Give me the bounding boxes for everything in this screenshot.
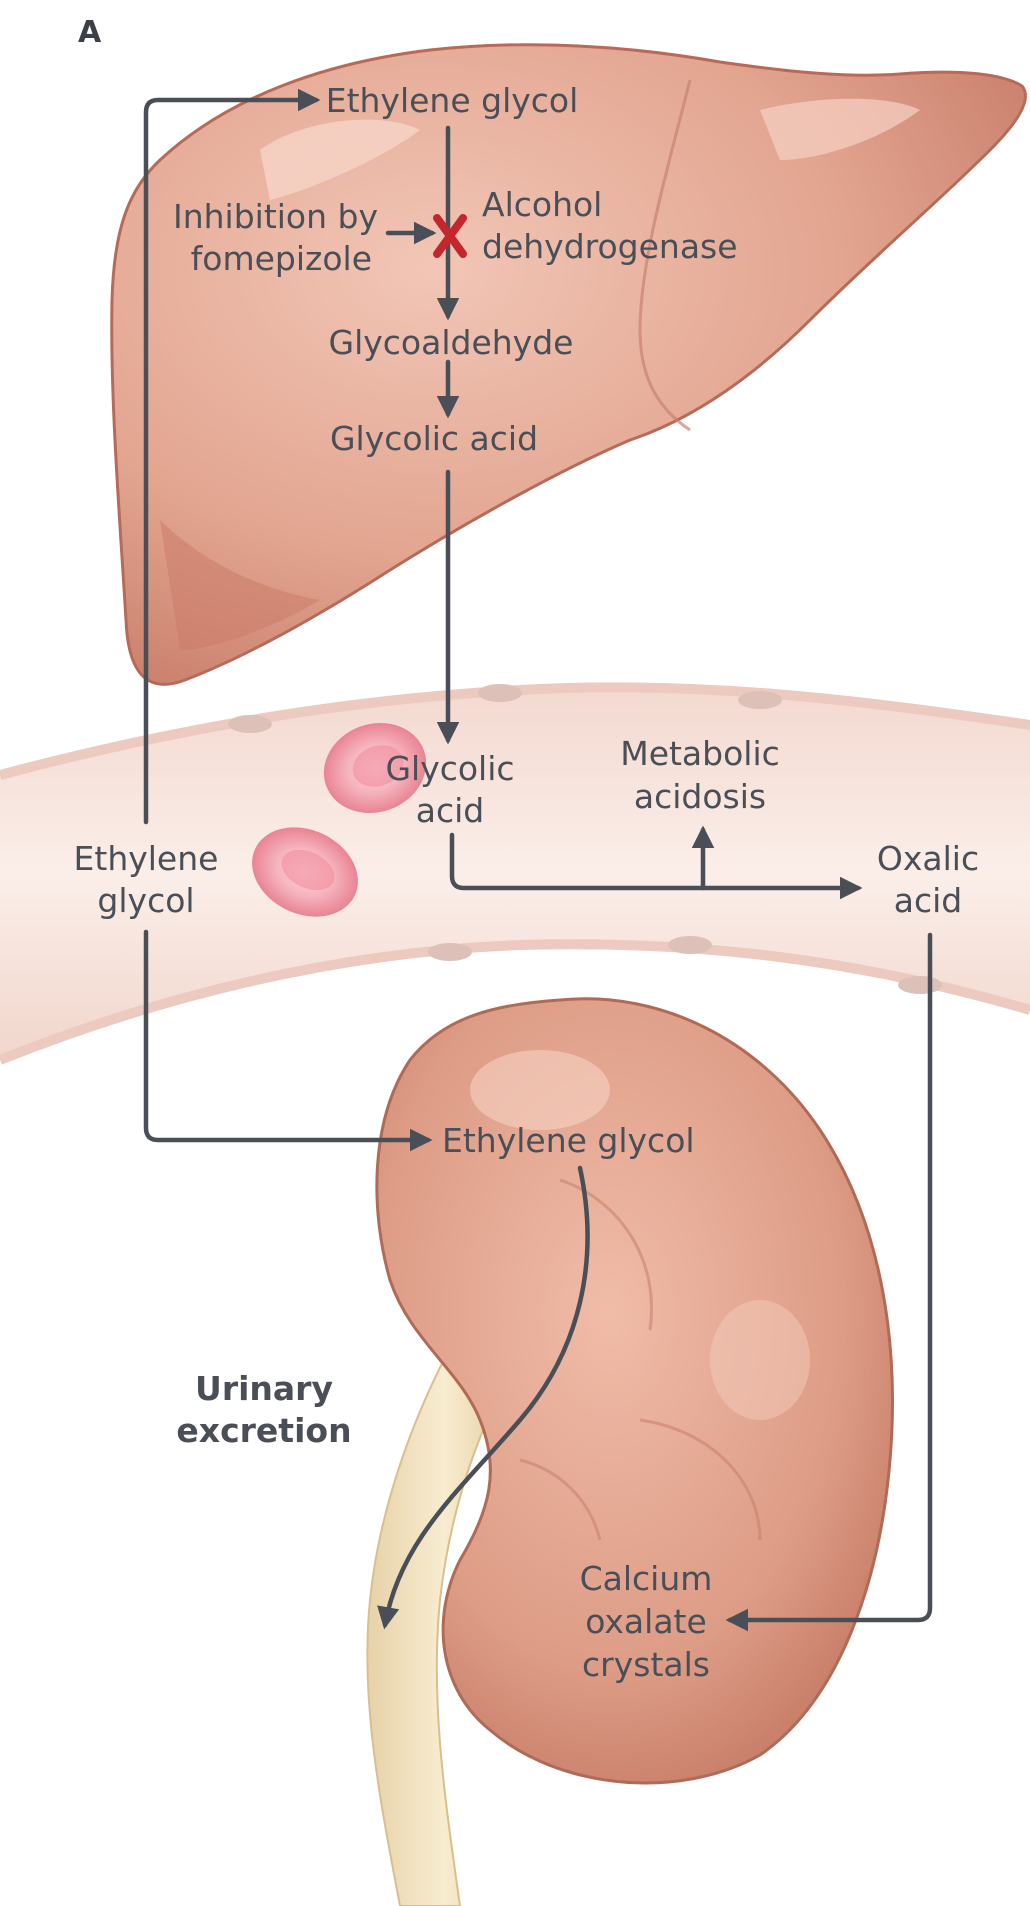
enzyme-label-line2: dehydrogenase: [482, 227, 738, 266]
inhibition-label-line1: Inhibition by: [173, 197, 378, 236]
blood-ethylene-glycol-label-line2: glycol: [97, 881, 194, 920]
oxalic-acid-label-line2: acid: [894, 881, 962, 920]
panel-label: A: [78, 15, 102, 50]
metabolic-acidosis-label-line2: acidosis: [634, 777, 766, 816]
urinary-excretion-label-line2: excretion: [176, 1411, 351, 1450]
blood-glycolic-label-line2: acid: [416, 791, 484, 830]
kidney-ethylene-glycol-label: Ethylene glycol: [442, 1121, 695, 1160]
calcium-oxalate-label-line3: crystals: [582, 1645, 710, 1684]
liver-ethylene-glycol-label: Ethylene glycol: [326, 81, 579, 120]
calcium-oxalate-label-line2: oxalate: [585, 1602, 707, 1641]
enzyme-label-line1: Alcohol: [482, 185, 602, 224]
glycoaldehyde-label: Glycoaldehyde: [329, 323, 574, 362]
liver-glycolic-acid-label: Glycolic acid: [330, 419, 538, 458]
inhibition-label-line2: fomepizole: [191, 239, 372, 278]
liver-illustration: [112, 45, 1026, 685]
oxalic-acid-label-line1: Oxalic: [877, 839, 979, 878]
metabolic-acidosis-label-line1: Metabolic: [620, 734, 780, 773]
urinary-excretion-label-line1: Urinary: [195, 1369, 333, 1408]
calcium-oxalate-label-line1: Calcium: [580, 1559, 713, 1598]
blood-ethylene-glycol-label-line1: Ethylene: [74, 839, 219, 878]
blood-glycolic-label-line1: Glycolic: [385, 749, 514, 788]
